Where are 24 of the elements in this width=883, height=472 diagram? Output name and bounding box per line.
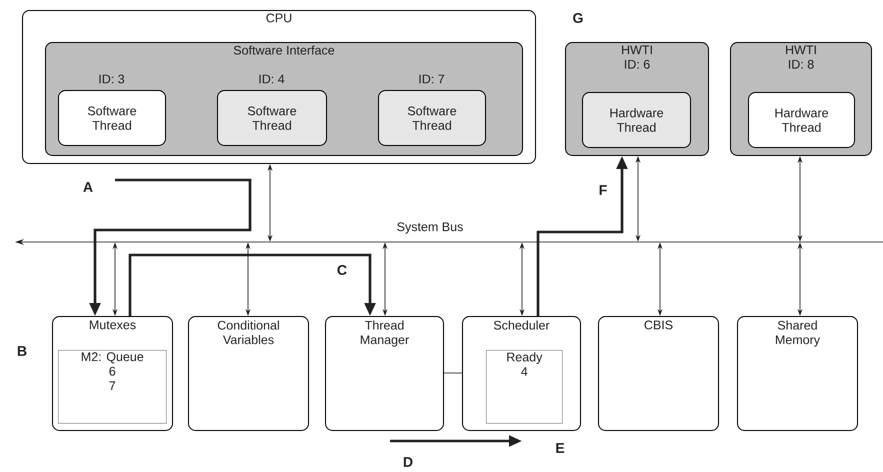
callout-letter: A bbox=[83, 182, 93, 192]
thick-arrow bbox=[128, 254, 376, 316]
callout-letter: D bbox=[404, 457, 412, 467]
queue-box: Ready 4 bbox=[486, 350, 563, 424]
id-label: ID: 3 bbox=[99, 74, 124, 84]
callout-letter: G bbox=[573, 13, 583, 23]
queue-box: M2: Queue 6 7 bbox=[58, 350, 167, 424]
callout-letter: C bbox=[338, 265, 347, 275]
callout-letter: F bbox=[600, 185, 607, 195]
thread-box: Software Thread bbox=[217, 90, 327, 146]
thread-box: Software Thread bbox=[58, 90, 166, 146]
module-box: CBIS bbox=[598, 316, 719, 431]
id-label: ID: 7 bbox=[419, 74, 444, 84]
id-label: ID: 4 bbox=[259, 74, 284, 84]
module-box: Thread Manager bbox=[325, 316, 444, 431]
thread-box: Software Thread bbox=[378, 90, 486, 146]
thread-box: Hardware Thread bbox=[748, 92, 855, 148]
connector-line bbox=[444, 372, 462, 374]
callout-letter: E bbox=[556, 443, 564, 453]
module-box: Conditional Variables bbox=[188, 316, 309, 431]
bus-label: System Bus bbox=[397, 222, 463, 234]
thread-box: Hardware Thread bbox=[582, 92, 691, 148]
module-box: Shared Memory bbox=[737, 316, 858, 431]
callout-letter: B bbox=[18, 346, 26, 356]
